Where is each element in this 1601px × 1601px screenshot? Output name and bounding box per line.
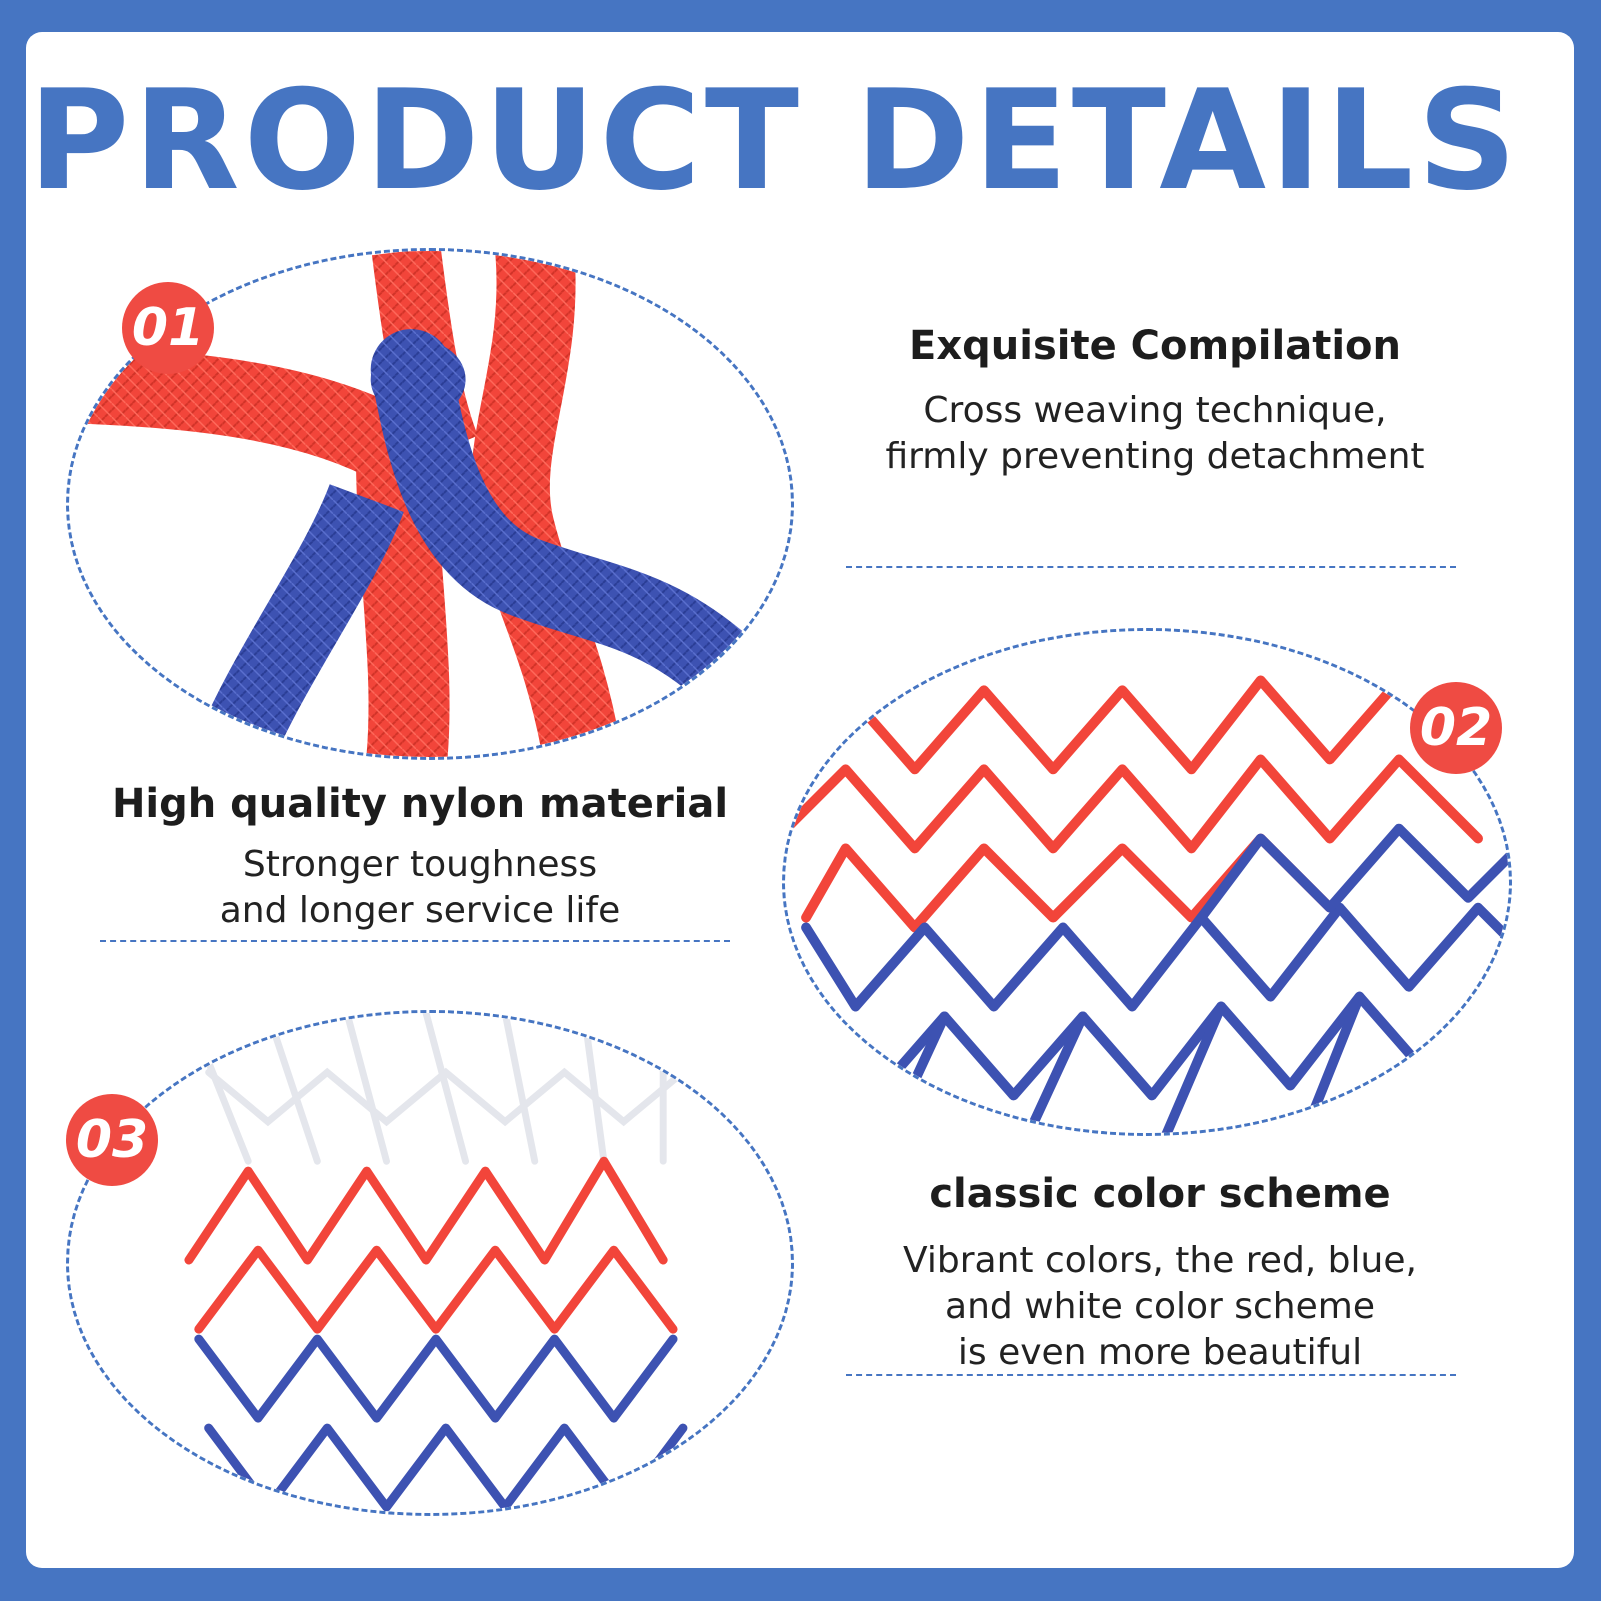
feature-01-heading: High quality nylon material [111, 781, 729, 827]
feature-01-divider [100, 940, 730, 942]
feature-03-line-2: and white color scheme [945, 1286, 1375, 1327]
feature-03-description: Vibrant colors, the red, blue, and white… [840, 1238, 1480, 1376]
net-illustration [785, 631, 1509, 1133]
feature-02-line-2: firmly preventing detachment [885, 436, 1425, 477]
net-red-blue-image [782, 628, 1512, 1136]
page-title: PRODUCT DETAILS [28, 60, 1521, 221]
net-tricolor-image [66, 1010, 794, 1516]
feature-number-badge-02: 02 [1410, 682, 1502, 774]
feature-03-heading: classic color scheme [929, 1171, 1391, 1217]
feature-01-line-1: Stronger toughness [242, 844, 598, 885]
feature-02-heading: Exquisite Compilation [909, 323, 1401, 369]
feature-02-description: Cross weaving technique, firmly preventi… [820, 388, 1490, 480]
feature-01-description: Stronger toughness and longer service li… [90, 842, 750, 934]
feature-number-badge-01: 01 [122, 282, 214, 374]
feature-03-line-3: is even more beautiful [957, 1332, 1363, 1373]
feature-03-divider [846, 1374, 1456, 1376]
feature-03-line-1: Vibrant colors, the red, blue, [903, 1240, 1417, 1281]
feature-02-divider [846, 566, 1456, 568]
feature-02-line-1: Cross weaving technique, [923, 390, 1387, 431]
feature-01-line-2: and longer service life [219, 890, 621, 931]
feature-02-text: Exquisite Compilation Cross weaving tech… [820, 318, 1490, 480]
feature-01-text: High quality nylon material Stronger tou… [90, 776, 750, 934]
feature-03-text: classic color scheme Vibrant colors, the… [840, 1166, 1480, 1376]
feature-number-badge-03: 03 [66, 1094, 158, 1186]
net-tricolor-illustration [70, 1013, 790, 1513]
